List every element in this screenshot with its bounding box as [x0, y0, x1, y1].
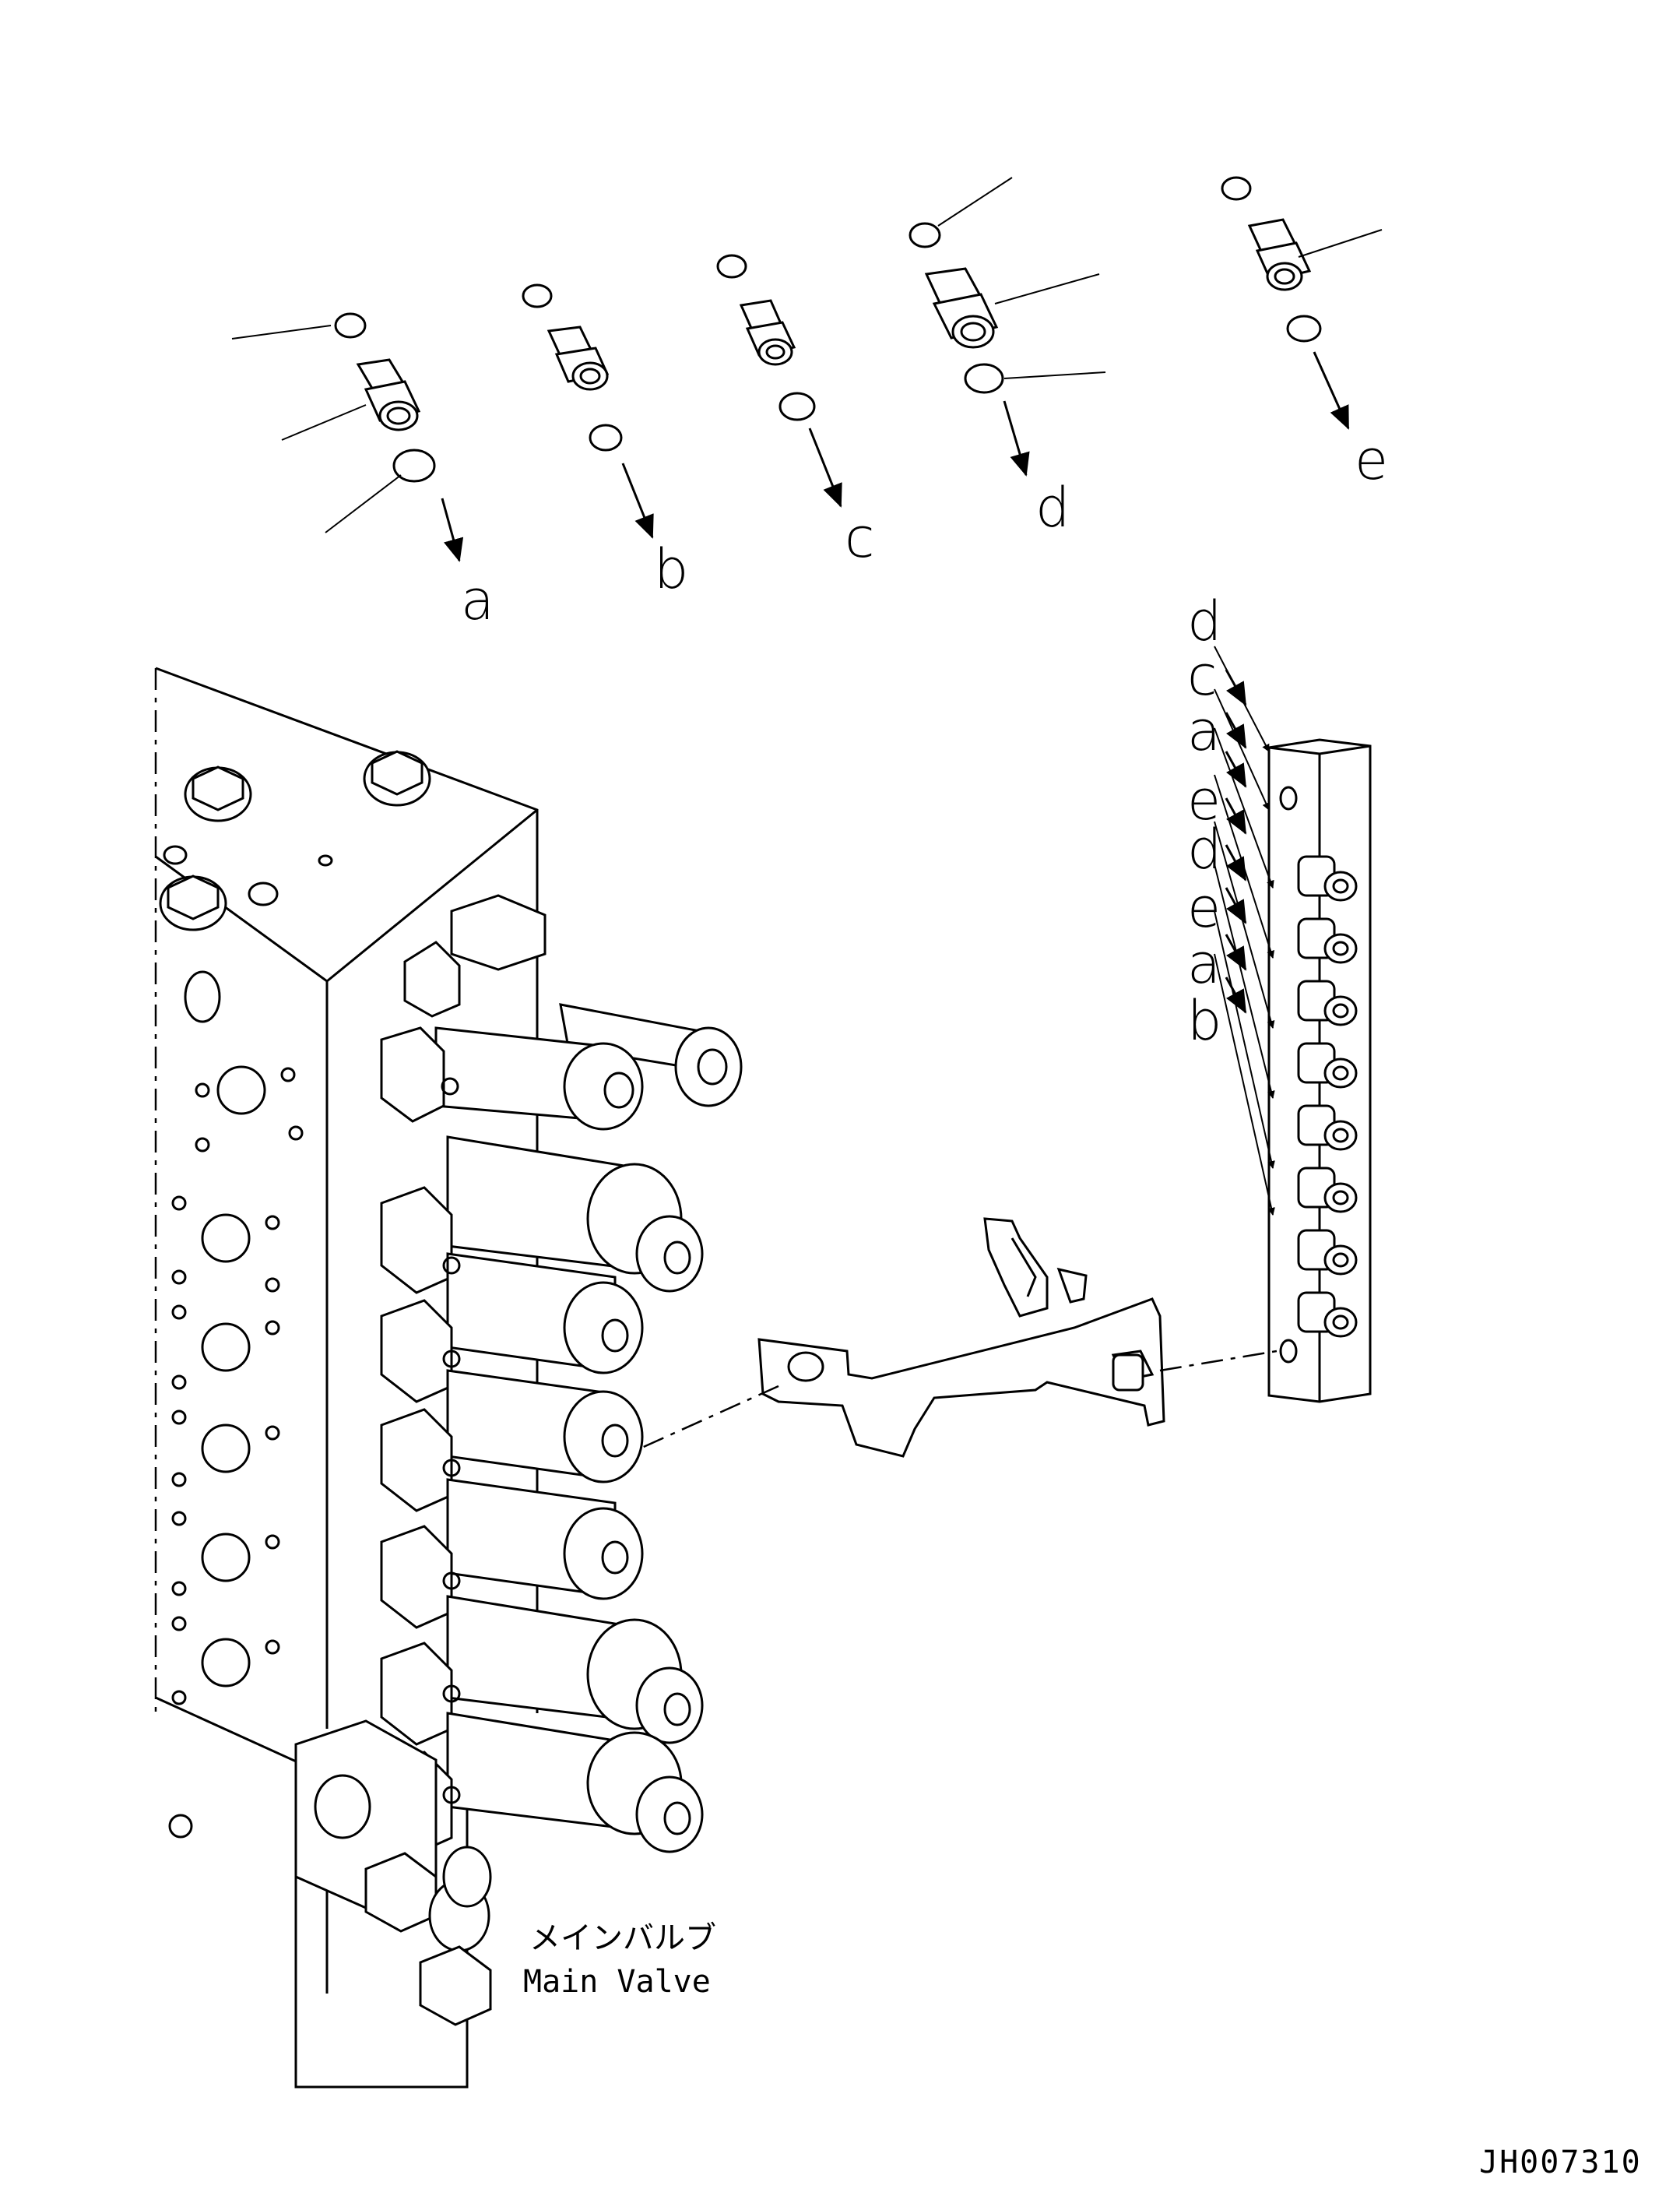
- union-fitting-b: [547, 326, 610, 391]
- union-fitting-c: [739, 299, 796, 366]
- o-ring-small-c: [716, 254, 747, 279]
- assembly-line-bracket-block: [1159, 1350, 1278, 1372]
- block-port-label-1: d: [1187, 589, 1221, 653]
- block-port-label-7: a: [1187, 932, 1221, 996]
- drawing-code: JH007310: [1479, 2145, 1642, 2180]
- fitting-group-d: [909, 177, 1106, 477]
- top-bolt-2: [363, 750, 431, 807]
- block-port-label-3: a: [1187, 699, 1221, 763]
- o-ring-large-c: [778, 392, 816, 421]
- bracket-nut: [1112, 1353, 1144, 1392]
- fitting-group-e: [1221, 176, 1383, 430]
- o-ring-small-a: [334, 312, 367, 339]
- fitting-label-a: a: [461, 568, 494, 632]
- main-valve-label-jp: メインバルブ: [529, 1920, 716, 1956]
- block-port-leaders: [1214, 646, 1275, 1216]
- mounting-bracket: [757, 1217, 1165, 1458]
- block-port-label-5: d: [1187, 818, 1221, 882]
- bracket-mount-hole: [787, 1351, 824, 1382]
- block-port-fittings: [1297, 855, 1358, 1338]
- o-ring-large-d: [964, 363, 1004, 394]
- fitting-label-d: d: [1035, 476, 1070, 540]
- block-port-label-4: e: [1187, 769, 1221, 832]
- union-fitting-d: [924, 267, 999, 349]
- fitting-label-c: c: [845, 506, 875, 570]
- main-valve-label-en: Main Valve: [523, 1964, 711, 2000]
- fitting-group-a: [231, 312, 464, 562]
- main-valve-assembly: [154, 667, 743, 2089]
- valve-face-holes: [171, 1065, 304, 1705]
- union-fitting-e: [1247, 218, 1312, 291]
- o-ring-large-b: [589, 424, 623, 452]
- distribution-block: [1267, 738, 1372, 1403]
- o-ring-small-b: [522, 283, 553, 308]
- block-mount-hole-top: [1279, 786, 1298, 811]
- block-mount-hole-bottom: [1279, 1339, 1298, 1364]
- lower-flange: [168, 1719, 492, 2026]
- solenoid-valve-stack: [380, 894, 743, 1855]
- block-port-label-2: c: [1187, 644, 1218, 708]
- top-bolt-1: [184, 765, 252, 822]
- top-bolt-3: [159, 875, 227, 931]
- fitting-group-b: [522, 283, 654, 539]
- o-ring-large-e: [1286, 315, 1322, 343]
- o-ring-small-d: [909, 222, 941, 248]
- assembly-line-bracket-valve: [622, 1385, 779, 1458]
- o-ring-large-a: [392, 449, 436, 483]
- o-ring-small-e: [1221, 176, 1252, 201]
- block-port-label-8: b: [1187, 989, 1221, 1053]
- union-fitting-a: [356, 358, 421, 431]
- fitting-group-c: [716, 254, 842, 508]
- block-port-label-6: e: [1187, 876, 1221, 940]
- fitting-label-e: e: [1355, 428, 1388, 492]
- fitting-label-b: b: [654, 537, 688, 601]
